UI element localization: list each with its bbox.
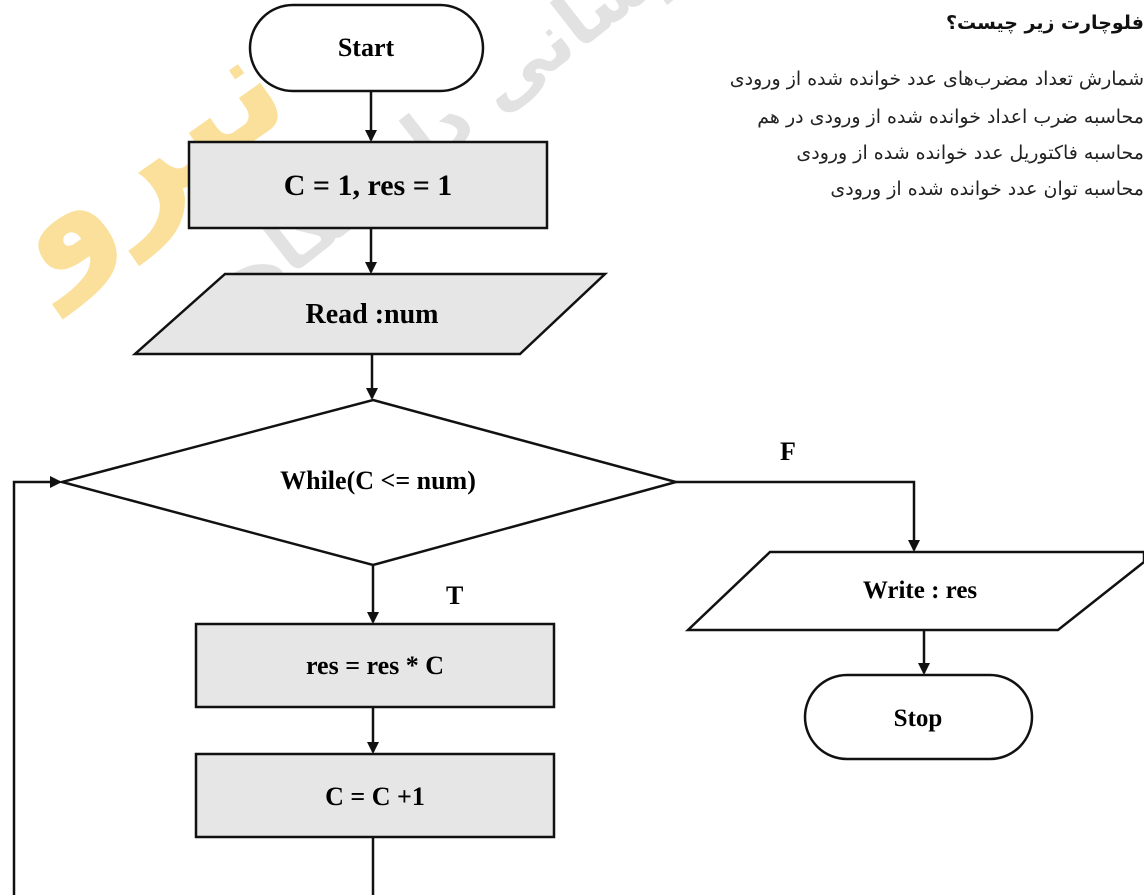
read-label: Read :num [305, 299, 438, 330]
option-3: محاسبه فاکتوریل عدد خوانده شده از ورودی [796, 142, 1144, 164]
loop-back-arrow [12, 476, 375, 895]
start-label: Start [338, 33, 395, 62]
option-1: شمارش تعداد مضرب‌های عدد خوانده شده از و… [729, 68, 1144, 90]
while-decision: While(C <= num) [57, 398, 681, 567]
increment-process: C = C +1 [194, 752, 556, 839]
multiply-process: res = res * C [194, 622, 556, 709]
multiply-label: res = res * C [306, 651, 444, 680]
question-panel: فلوچارت زیر چیست؟ شمارش تعداد مضرب‌های ع… [584, 0, 1144, 300]
increment-label: C = C +1 [325, 782, 425, 811]
decision-label: While(C <= num) [280, 466, 476, 495]
read-input: Read :num [131, 272, 609, 356]
true-label: T [446, 581, 463, 610]
question-title: فلوچارت زیر چیست؟ [945, 12, 1144, 34]
false-branch-arrow [676, 480, 920, 552]
write-output: Write : res [684, 550, 1144, 632]
start-node: Start [248, 3, 485, 93]
write-label: Write : res [863, 577, 978, 604]
stop-node: Stop [803, 673, 1034, 761]
option-2: محاسبه ضرب اعداد خوانده شده از ورودی در … [757, 106, 1144, 128]
init-label: C = 1, res = 1 [284, 169, 453, 202]
stop-label: Stop [894, 705, 943, 732]
option-4: محاسبه توان عدد خوانده شده از ورودی [830, 178, 1144, 200]
init-process: C = 1, res = 1 [187, 140, 549, 230]
false-label: F [780, 437, 796, 466]
